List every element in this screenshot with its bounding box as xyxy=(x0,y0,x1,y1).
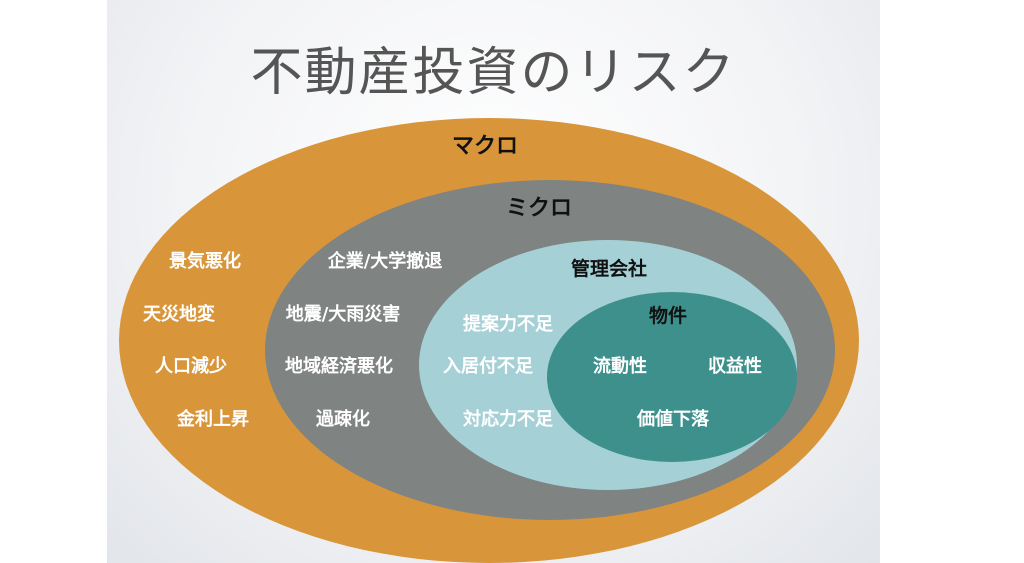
property-heading: 物件 xyxy=(648,305,688,327)
macro-item: 景気悪化 xyxy=(169,251,241,272)
micro-heading: ミクロ xyxy=(505,196,573,221)
management-item: 入居付不足 xyxy=(443,356,533,377)
micro-item: 企業/大学撤退 xyxy=(327,251,443,272)
property-item: 収益性 xyxy=(708,356,762,377)
diagram-title: 不動産投資のリスク xyxy=(250,43,737,103)
macro-item: 天災地変 xyxy=(143,304,215,325)
micro-item: 地域経済悪化 xyxy=(285,356,393,377)
management-item: 対応力不足 xyxy=(463,409,553,430)
macro-item: 人口減少 xyxy=(155,356,227,377)
micro-item: 過疎化 xyxy=(316,409,370,430)
property-item: 価値下落 xyxy=(637,409,709,430)
management-heading: 管理会社 xyxy=(570,258,648,280)
slide: 不動産投資のリスク マクロ ミクロ 管理会社 物件 景気悪化 天災地変 人口減少… xyxy=(107,0,880,563)
macro-heading: マクロ xyxy=(451,134,519,159)
micro-item: 地震/大雨災害 xyxy=(285,304,401,325)
management-item: 提案力不足 xyxy=(463,314,553,335)
property-ellipse xyxy=(547,292,797,462)
property-item: 流動性 xyxy=(593,356,647,377)
macro-item: 金利上昇 xyxy=(177,409,249,430)
